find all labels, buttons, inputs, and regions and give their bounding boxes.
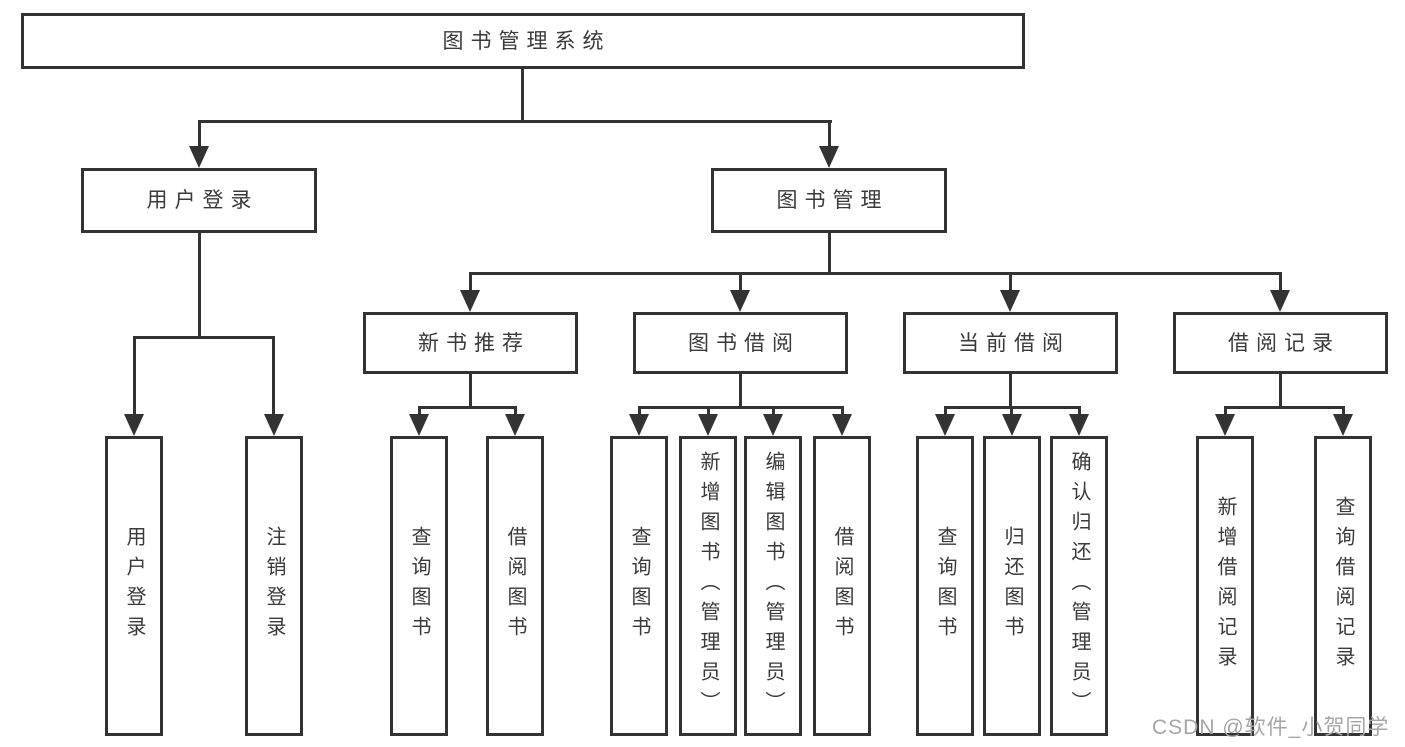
connector-line-vertical [1279, 374, 1282, 407]
leaf-user-login-label: 用户登录 [123, 526, 145, 646]
arrowhead-down-icon [264, 414, 284, 436]
node-current-borrowing-label: 当前借阅 [958, 331, 1070, 355]
connector-line-vertical [739, 272, 742, 294]
connector-line-vertical [514, 406, 517, 418]
connector-line-vertical [739, 374, 742, 407]
arrowhead-down-icon [124, 414, 144, 436]
connector-line-vertical [707, 406, 710, 418]
connector-line-vertical [828, 233, 831, 272]
leaf-borrow-books-1-label: 借阅图书 [504, 526, 526, 646]
connector-line-horizontal [638, 406, 844, 409]
arrowhead-down-icon [1270, 290, 1290, 312]
connector-line-horizontal [944, 406, 1081, 409]
connector-line-vertical [469, 272, 472, 294]
arrowhead-down-icon [832, 414, 852, 436]
arrowhead-down-icon [1002, 414, 1022, 436]
node-user-login-label: 用户登录 [146, 189, 259, 212]
connector-line-vertical [1009, 374, 1012, 407]
connector-line-vertical [198, 233, 201, 337]
connector-line-vertical [133, 336, 136, 418]
arrowhead-down-icon [698, 414, 718, 436]
connector-line-vertical [1279, 272, 1282, 294]
connector-line-vertical [1078, 406, 1081, 418]
node-book-borrowing-label: 图书借阅 [688, 331, 800, 355]
node-current-borrowing: 当前借阅 [903, 312, 1118, 374]
connector-line-vertical [418, 406, 421, 418]
node-book-management: 图书管理 [711, 168, 947, 233]
arrowhead-down-icon [189, 146, 209, 168]
arrowhead-down-icon [505, 414, 525, 436]
leaf-user-login: 用户登录 [105, 436, 163, 736]
arrowhead-down-icon [1000, 290, 1020, 312]
node-library-management-system: 图书管理系统 [21, 13, 1025, 69]
leaf-query-books-1: 查询图书 [390, 436, 448, 736]
node-new-book-recommendation-label: 新书推荐 [418, 331, 530, 355]
leaf-query-books-3-label: 查询图书 [934, 526, 956, 646]
arrowhead-down-icon [409, 414, 429, 436]
connector-line-vertical [944, 406, 947, 418]
leaf-query-books-2: 查询图书 [610, 436, 668, 736]
leaf-return-books: 归还图书 [983, 436, 1041, 736]
connector-line-horizontal [418, 406, 517, 409]
arrowhead-down-icon [1333, 414, 1353, 436]
arrowhead-down-icon [730, 290, 750, 312]
csdn-watermark: CSDN @软件_小贺同学 [1152, 716, 1390, 739]
leaf-query-borrow-record: 查询借阅记录 [1314, 436, 1372, 736]
leaf-query-books-1-label: 查询图书 [408, 526, 430, 646]
leaf-add-books-admin: 新增图书（管理员） [679, 436, 737, 736]
connector-line-horizontal [469, 272, 1282, 275]
node-borrowing-records: 借阅记录 [1173, 312, 1388, 374]
leaf-query-books-3: 查询图书 [916, 436, 974, 736]
arrowhead-down-icon [763, 414, 783, 436]
connector-line-vertical [1224, 406, 1227, 418]
connector-line-vertical [521, 69, 524, 120]
connector-line-horizontal [1224, 406, 1345, 409]
connector-line-vertical [1009, 272, 1012, 294]
node-user-login: 用户登录 [81, 168, 317, 233]
node-book-borrowing: 图书借阅 [633, 312, 848, 374]
leaf-logout-label: 注销登录 [263, 526, 285, 646]
leaf-borrow-books-1: 借阅图书 [486, 436, 544, 736]
arrowhead-down-icon [1069, 414, 1089, 436]
connector-line-vertical [198, 120, 201, 150]
arrowhead-down-icon [629, 414, 649, 436]
connector-line-vertical [1010, 406, 1013, 418]
node-library-management-system-label: 图书管理系统 [442, 29, 611, 53]
leaf-query-borrow-record-label: 查询借阅记录 [1332, 496, 1354, 676]
connector-line-vertical [828, 120, 831, 150]
connector-line-vertical [1342, 406, 1345, 418]
connector-line-vertical [469, 374, 472, 407]
arrowhead-down-icon [1215, 414, 1235, 436]
leaf-add-borrow-record-label: 新增借阅记录 [1214, 496, 1236, 676]
connector-line-vertical [272, 336, 275, 418]
leaf-borrow-books-2: 借阅图书 [813, 436, 871, 736]
connector-line-horizontal [133, 336, 275, 339]
node-new-book-recommendation: 新书推荐 [363, 312, 578, 374]
leaf-edit-books-admin-label: 编辑图书（管理员） [762, 451, 784, 721]
leaf-return-books-label: 归还图书 [1001, 526, 1023, 646]
connector-line-vertical [638, 406, 641, 418]
node-borrowing-records-label: 借阅记录 [1228, 331, 1340, 355]
leaf-edit-books-admin: 编辑图书（管理员） [744, 436, 802, 736]
leaf-logout: 注销登录 [245, 436, 303, 736]
node-book-management-label: 图书管理 [776, 189, 889, 212]
arrowhead-down-icon [935, 414, 955, 436]
leaf-add-books-admin-label: 新增图书（管理员） [697, 451, 719, 721]
leaf-confirm-return-admin-label: 确认归还（管理员） [1068, 451, 1090, 721]
leaf-add-borrow-record: 新增借阅记录 [1196, 436, 1254, 736]
connector-line-vertical [841, 406, 844, 418]
leaf-confirm-return-admin: 确认归还（管理员） [1050, 436, 1108, 736]
connector-line-vertical [772, 406, 775, 418]
arrowhead-down-icon [819, 146, 839, 168]
leaf-borrow-books-2-label: 借阅图书 [831, 526, 853, 646]
connector-line-horizontal [198, 120, 832, 123]
arrowhead-down-icon [460, 290, 480, 312]
leaf-query-books-2-label: 查询图书 [628, 526, 650, 646]
